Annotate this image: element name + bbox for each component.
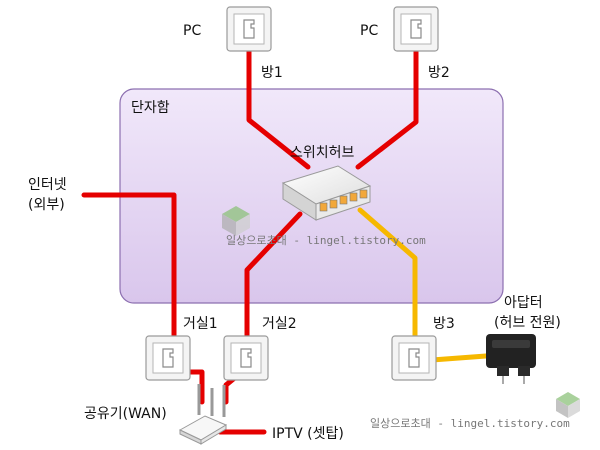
internet-label: 인터넷	[28, 177, 67, 193]
cable-room1	[246, 39, 311, 170]
watermark-bottom: 일상으로초대 - lingel.tistory.com	[370, 416, 570, 430]
router-device	[178, 384, 228, 445]
adapter-label: 아답터	[504, 295, 543, 311]
living1-label: 거실1	[183, 316, 218, 332]
cable-adapter	[429, 353, 489, 363]
wallplate-living1	[145, 335, 191, 381]
power-cables	[357, 207, 489, 363]
watermark-logo-icon-center	[222, 206, 250, 236]
watermark-center: 일상으로초대 - lingel.tistory.com	[226, 233, 426, 247]
room2-label: 방2	[428, 65, 450, 81]
cable-living2	[244, 211, 303, 352]
wallplate-room2	[393, 6, 439, 52]
iptv-label: IPTV (셋탑)	[272, 426, 344, 442]
switch-hub-device	[281, 165, 372, 221]
wallplate-room1	[226, 6, 272, 52]
adapter-sub-label: (허브 전원)	[494, 315, 561, 331]
room1-label: 방1	[261, 65, 283, 81]
adapter-device	[486, 334, 536, 384]
router-label: 공유기(WAN)	[84, 406, 167, 422]
pc-right-label: PC	[360, 23, 378, 39]
wallplate-room3	[391, 335, 437, 381]
cable-internet	[81, 192, 177, 352]
lan-cables	[81, 39, 419, 435]
cabinet-label: 단자함	[131, 100, 170, 116]
wallplate-living2	[223, 335, 269, 381]
pc-left-label: PC	[183, 23, 201, 39]
internet-sub-label: (외부)	[28, 197, 65, 213]
cable-room2	[355, 39, 419, 170]
watermark-logo-icon-bottom	[556, 392, 580, 418]
switch-hub-label: 스위치허브	[290, 145, 355, 161]
room3-label: 방3	[433, 316, 455, 332]
living2-label: 거실2	[262, 316, 297, 332]
cable-hub-power	[357, 207, 418, 353]
